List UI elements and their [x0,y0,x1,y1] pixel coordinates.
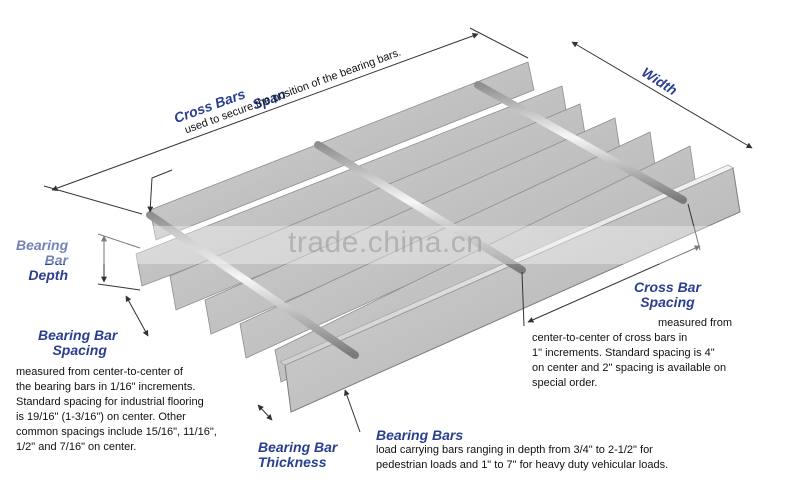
span-extension-left [43,185,143,215]
width-dimension [571,41,753,149]
bearing-bar-spacing-title: Bearing Bar Spacing [38,327,118,358]
cross-bar-spacing-description: measured from [658,317,732,329]
watermark-band [0,226,800,264]
dimension-lines [43,27,753,433]
bearing-bar-spacing-description: measured from center-to-center of the be… [16,366,217,453]
cross-bar-spacing-ext-2 [687,203,701,251]
bearing-bars-title: Bearing Bars [376,427,464,443]
watermark: trade.china.cn [288,226,484,259]
cross-bar [146,211,359,359]
cross-bar-spacing-description-body: center-to-center of cross bars in 1" inc… [532,332,727,389]
bearing-bar-spacing-dimension [125,295,149,337]
cross-bar-spacing-title: Cross Bar Spacing [634,279,701,310]
bearing-bars-description: load carrying bars ranging in depth from… [376,444,669,471]
bearing-bars-pointer [343,389,361,433]
span-extension-right [469,27,529,59]
depth-extension-top [97,233,141,249]
cross-bar-spacing-dimension [527,245,701,323]
bearing-bar-thickness-label: Bearing Bar Thickness [258,439,338,470]
span-dimension [51,33,479,191]
cross-bars-pointer [147,169,173,213]
bearing-bar-depth-label: Bearing Bar Depth [16,237,69,283]
depth-extension-bottom [97,283,141,291]
cross-bar-spacing-ext-1 [521,271,525,327]
thickness-dimension [257,404,273,421]
